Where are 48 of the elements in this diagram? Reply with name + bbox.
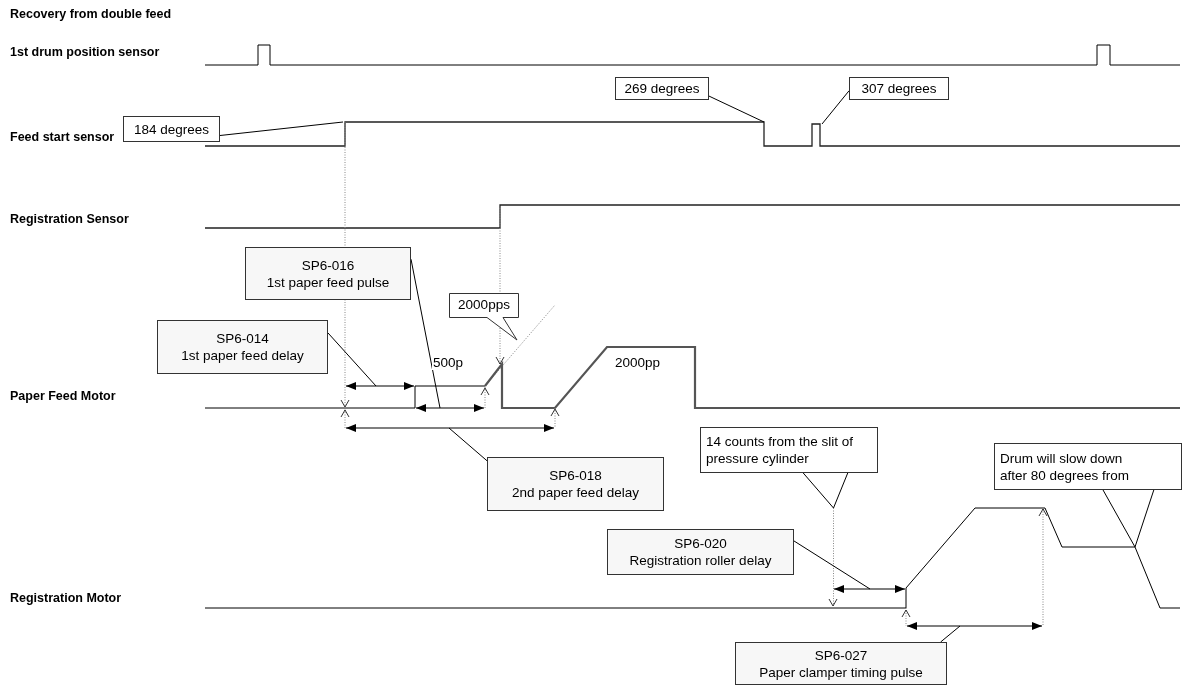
value-label: 2000pp — [614, 355, 662, 370]
dimension-line — [415, 386, 486, 412]
callout-text: Paper clamper timing pulse — [759, 663, 923, 681]
callout-box — [123, 116, 220, 142]
leader-line — [833, 472, 849, 509]
callout-text: 14 counts from the slit of pressure cylinder — [706, 433, 855, 467]
callout-box — [994, 443, 1182, 490]
dimension-line — [345, 382, 415, 390]
waveform — [204, 207, 1180, 410]
callout-text: SP6-027 — [814, 646, 868, 664]
callout-text: 269 degrees — [624, 80, 700, 97]
leader-line — [940, 625, 961, 643]
leader-line — [1134, 489, 1155, 548]
signal-name: Registration Motor — [10, 591, 122, 606]
callout-text: 1st paper feed pulse — [266, 273, 390, 291]
callout-text: SP6-020 — [674, 535, 727, 552]
callout-text: SP6-014 — [216, 330, 269, 347]
callout-box — [849, 77, 949, 100]
callout-text: 307 degrees — [861, 80, 937, 97]
waveform — [204, 507, 1181, 609]
callout-text: 184 degrees — [133, 120, 210, 138]
callout-text: Drum will slow down after 80 degrees from — [1000, 449, 1131, 484]
leader-line — [708, 95, 765, 123]
callout-box — [735, 642, 947, 685]
waveform — [204, 204, 1181, 229]
callout-text: 2nd paper feed delay — [512, 484, 639, 501]
callout-box — [615, 77, 709, 100]
signal-name: 1st drum position sensor — [10, 45, 160, 60]
signal-name: Registration Sensor — [10, 212, 129, 227]
callout-text: 1st paper feed delay — [181, 347, 304, 364]
callout-text: SP6-018 — [549, 467, 602, 484]
waveform — [204, 44, 1181, 66]
leader-line — [219, 121, 344, 136]
signal-name: Paper Feed Motor — [10, 389, 116, 404]
diagram-title: Recovery from double feed — [10, 7, 172, 21]
leader-line — [448, 427, 488, 462]
callout-text: Registration roller delay — [629, 552, 772, 569]
leader-line — [802, 472, 834, 509]
leader-line — [821, 90, 850, 125]
value-label: 500p — [432, 355, 465, 370]
callout-text: 2000pps — [458, 296, 510, 313]
leader-line — [327, 332, 377, 387]
leader-line — [793, 540, 871, 590]
callout-box — [700, 427, 878, 473]
leader-line — [1102, 489, 1136, 548]
callout-text: SP6-016 — [301, 256, 355, 274]
callout-box — [487, 457, 664, 511]
callout-box — [157, 320, 328, 374]
